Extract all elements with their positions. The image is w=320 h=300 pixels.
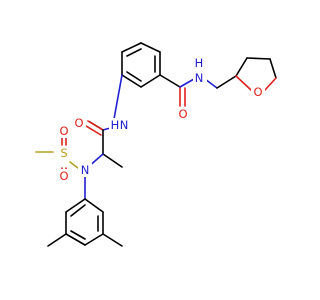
bond-inner xyxy=(126,71,142,82)
atom-labels: N H O O N H O S O O N xyxy=(57,56,265,183)
bond-cn xyxy=(179,78,195,88)
bond xyxy=(246,57,271,60)
bond xyxy=(140,74,161,88)
bond xyxy=(65,233,86,246)
bond xyxy=(269,58,277,79)
atom-n-amide-left: N xyxy=(120,118,129,132)
bond xyxy=(84,233,104,246)
bond xyxy=(235,57,248,77)
bond-co xyxy=(85,125,102,136)
atom-h-amide-right: H xyxy=(195,56,204,70)
bond xyxy=(159,74,181,88)
bond-inner xyxy=(126,48,142,57)
atom-n-amide-right: N xyxy=(195,71,204,85)
bond-methyl xyxy=(102,153,123,168)
bond xyxy=(65,198,86,213)
bond-co xyxy=(264,77,277,91)
atom-n-sulfonamide: N xyxy=(81,163,90,177)
atom-h-amide-left: H xyxy=(111,118,120,132)
bonds xyxy=(35,42,277,247)
bond xyxy=(140,42,161,53)
bond-inner xyxy=(70,230,86,240)
atom-o-thf: O xyxy=(253,85,262,99)
bond-methyl xyxy=(47,233,67,247)
bond xyxy=(121,42,142,53)
bond-ns xyxy=(69,161,79,169)
atom-o-sulfonyl-top: O xyxy=(59,124,68,138)
molecule-canvas: N H O O N H O S O O N xyxy=(35,42,277,247)
bond xyxy=(216,75,237,89)
bond-inner xyxy=(70,204,86,217)
atom-s-sulfonyl: S xyxy=(60,146,67,160)
atom-o-amide-left: O xyxy=(74,116,83,130)
bond-co xyxy=(87,120,104,131)
bond xyxy=(84,198,104,213)
bond-co xyxy=(235,75,252,91)
bond xyxy=(121,74,142,88)
bond-methyl xyxy=(102,233,123,247)
atom-o-sulfonyl-bottom: O xyxy=(59,169,68,183)
bond-cn xyxy=(113,74,123,120)
atom-o-amide-right: O xyxy=(178,107,187,121)
structure-diagram: N H O O N H O S O O N xyxy=(35,42,277,247)
